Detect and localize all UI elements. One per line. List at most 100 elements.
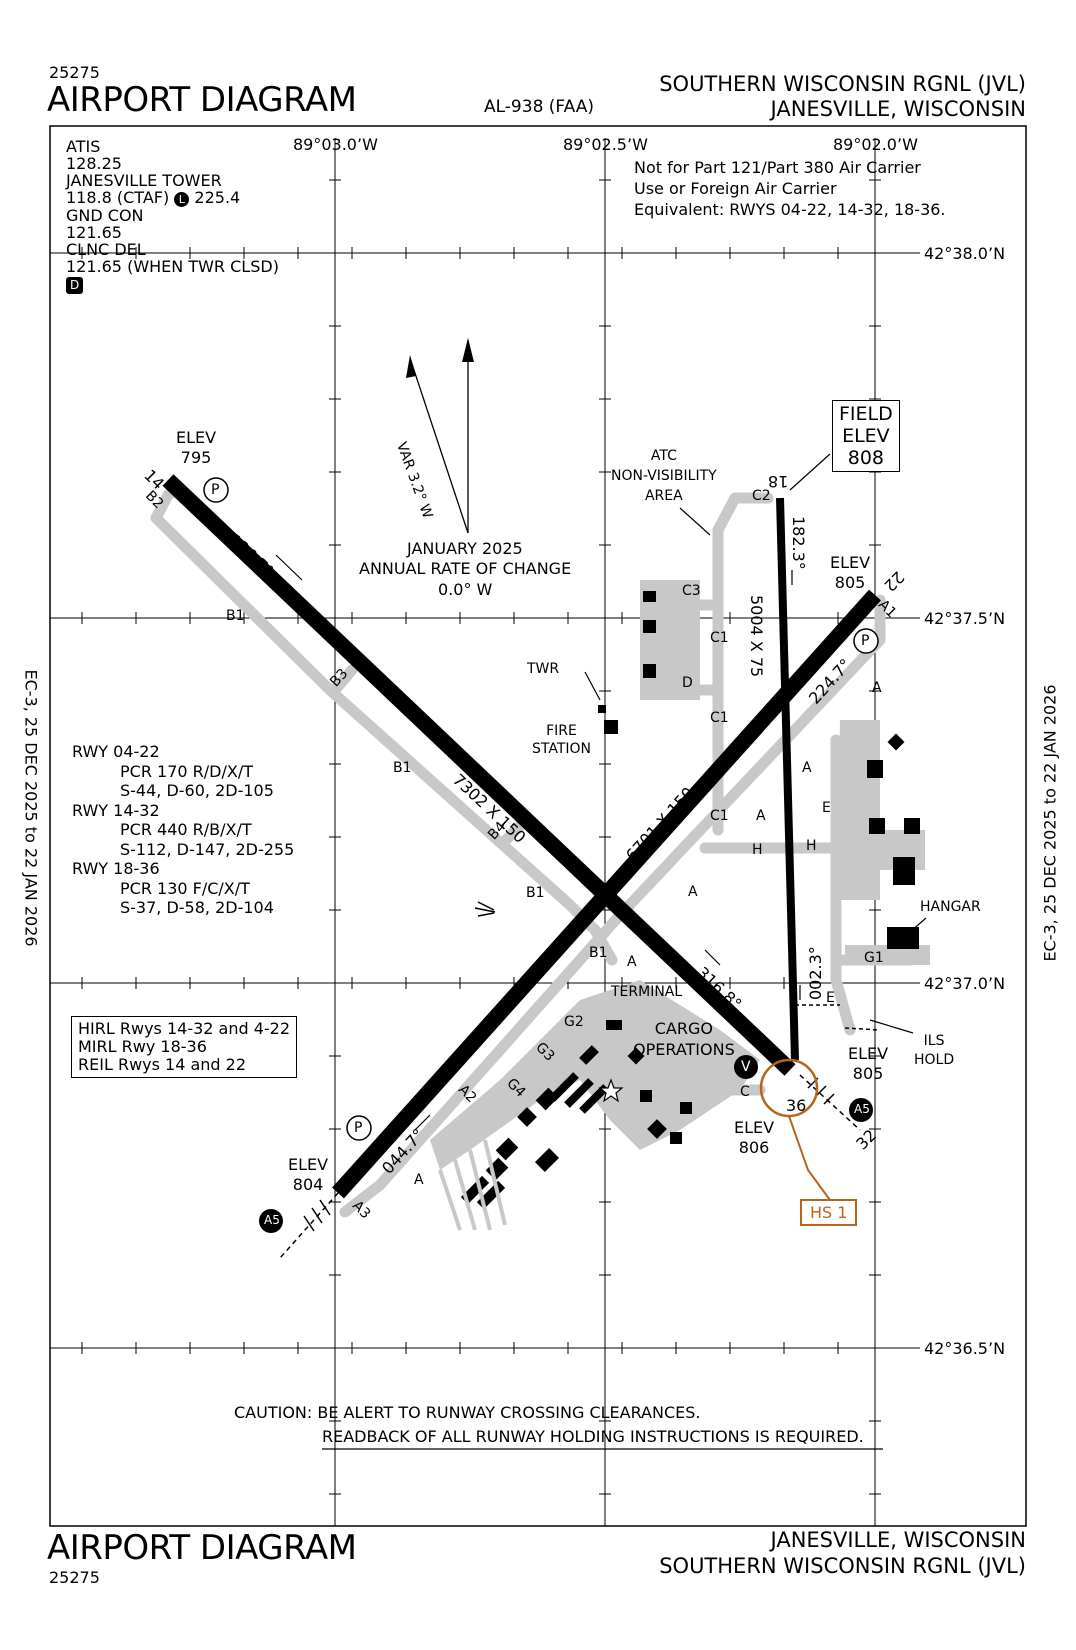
- heading-182: 182.3°: [789, 516, 808, 570]
- cargo-line: OPERATIONS: [633, 1040, 735, 1059]
- chart-id: AL-938 (FAA): [484, 97, 595, 117]
- lighting-line-1: HIRL Rwys 14-32 and 4-22: [78, 1019, 291, 1038]
- elev-label: ELEV: [288, 1155, 329, 1174]
- fire-line: FIRE: [546, 723, 577, 739]
- leaders: [584, 453, 927, 1034]
- tower-label: TWR: [527, 661, 560, 677]
- buildings: [460, 591, 920, 1210]
- magnetic-date: JANUARY 2025: [407, 539, 523, 558]
- elev-value: 805: [834, 573, 866, 592]
- taxiway-label-c: C1: [710, 710, 729, 726]
- taxiway-c: [712, 492, 774, 836]
- lighting-line-3: REIL Rwys 14 and 22: [78, 1055, 247, 1074]
- ils-line: ILS: [923, 1033, 945, 1049]
- elev-label: ELEV: [830, 553, 871, 572]
- taxiway-label-b: B1: [226, 608, 245, 624]
- elev-label: ELEV: [176, 428, 217, 447]
- taxiway-label-d: E: [826, 990, 835, 1006]
- runway-end-36: 36: [786, 1096, 807, 1115]
- frequency-list: ATIS 128.25 JANESVILLE TOWER 118.8 (CTAF…: [66, 138, 279, 294]
- caution-line-1: CAUTION: BE ALERT TO RUNWAY CROSSING CLE…: [234, 1403, 701, 1422]
- longitude-label-2: 89°02.5’W: [563, 135, 648, 154]
- latitude-label-1: 42°38.0’N: [924, 244, 1006, 263]
- atc-line: AREA: [644, 488, 683, 504]
- elev-value: 806: [738, 1138, 770, 1157]
- taxiway-label-g1: G2: [564, 1014, 584, 1030]
- freq-atis: ATIS: [66, 137, 101, 156]
- atc-line: NON-VISIBILITY: [611, 468, 717, 484]
- notice-line-1: Not for Part 121/Part 380 Air Carrier: [634, 158, 921, 177]
- wind-indicator-icon: [474, 901, 496, 917]
- cargo-line: CARGO: [654, 1019, 713, 1038]
- taxiway-label-a: A: [414, 1172, 424, 1188]
- hangar-label: HANGAR: [920, 899, 981, 915]
- runway-data-line: PCR 440 R/B/X/T: [120, 820, 252, 839]
- parking-marker-label: P: [354, 1120, 363, 1136]
- latitude-label-4: 42°36.5’N: [924, 1339, 1006, 1358]
- runway-data-line: S-44, D-60, 2D-105: [120, 781, 274, 800]
- magnetic-change-label: ANNUAL RATE OF CHANGE: [359, 559, 572, 578]
- elev-rwy36-west: ELEV 806: [734, 1118, 774, 1158]
- runway-data-line: RWY 18-36: [72, 859, 160, 878]
- runway-data-line: S-112, D-147, 2D-255: [120, 839, 295, 859]
- taxiway-label-c: C1: [710, 808, 729, 824]
- notice-line-2: Use or Foreign Air Carrier: [634, 179, 837, 198]
- fire-station-label: FIRE STATION: [532, 722, 591, 758]
- runway-14-32: [162, 474, 796, 1076]
- taxiway-label-b: B1: [589, 945, 608, 961]
- runway-18-36: [776, 497, 799, 1061]
- approach-lights: [279, 1004, 881, 1259]
- taxiway-label-b: B1: [393, 760, 412, 776]
- atc-area-label: ATC NON-VISIBILITY AREA: [611, 446, 717, 506]
- terminal-label: TERMINAL: [611, 984, 683, 1000]
- fire-line: STATION: [532, 741, 592, 757]
- longitude-label-3: 89°02.0’W: [833, 135, 918, 154]
- taxiway-label-a5: A5: [264, 1213, 280, 1227]
- caution-line-2: READBACK OF ALL RUNWAY HOLDING INSTRUCTI…: [322, 1427, 864, 1446]
- runway-end-18: 18: [768, 472, 789, 491]
- hangar-apron: [845, 945, 930, 965]
- footer-doc-number: 25275: [49, 1568, 100, 1587]
- elev-rwy4: ELEV 804: [288, 1155, 328, 1195]
- freq-atis-value: 128.25: [66, 154, 122, 173]
- freq-clearance-value: 121.65 (WHEN TWR CLSD): [66, 257, 279, 276]
- apron-stripes: [438, 1139, 507, 1231]
- elev-rwy36-east: ELEV 805: [848, 1044, 888, 1084]
- longitude-label-1: 89°03.0’W: [293, 135, 378, 154]
- footer-city: JANESVILLE, WISCONSIN: [770, 1528, 1027, 1552]
- v-marker-label: V: [741, 1059, 751, 1075]
- beacon-icon: [598, 1078, 624, 1103]
- runway-data-line: RWY 04-22: [72, 742, 160, 761]
- taxiway-label-a: A: [802, 760, 812, 776]
- magnetic-change-value: 0.0° W: [438, 580, 493, 599]
- taxiway-label-a5: A5: [854, 1102, 870, 1116]
- elev-value: 795: [180, 448, 212, 467]
- heading-arrows: [275, 554, 811, 1131]
- airport-name: SOUTHERN WISCONSIN RGNL (JVL): [659, 72, 1026, 96]
- elev-label: ELEV: [734, 1118, 775, 1137]
- taxiway-label-c3: D: [682, 675, 693, 691]
- city-name: JANESVILLE, WISCONSIN: [770, 97, 1027, 121]
- map-frame: [49, 125, 1027, 1527]
- freq-tower-value: 118.8 (CTAF): [66, 188, 170, 207]
- taxiway-label-b4: C: [740, 1084, 750, 1100]
- elev-rwy14: ELEV 795: [176, 428, 216, 468]
- east-apron: [836, 720, 925, 900]
- atc-line: ATC: [650, 448, 677, 464]
- d-icon: D: [66, 277, 84, 294]
- hotspot-label[interactable]: HS 1: [800, 1199, 858, 1226]
- freq-ground: GND CON: [66, 206, 144, 225]
- runway-data-line: RWY 14-32: [72, 800, 160, 820]
- footer-airport-name: SOUTHERN WISCONSIN RGNL (JVL): [659, 1554, 1026, 1578]
- taxiway-label-e: H: [806, 838, 817, 854]
- runway-18-36-dimensions: 5004 X 75: [747, 595, 766, 678]
- ils-line: HOLD: [914, 1052, 955, 1068]
- doc-number: 25275: [49, 63, 100, 82]
- carrier-notice: Not for Part 121/Part 380 Air Carrier Us…: [634, 157, 946, 220]
- taxiway-label-c1: C2: [752, 488, 771, 504]
- lighting-box: HIRL Rwys 14-32 and 4-22 MIRL Rwy 18-36 …: [71, 1016, 298, 1078]
- runway-data-line: PCR 130 F/C/X/T: [120, 878, 250, 898]
- lighting-marker-icon: L: [174, 192, 190, 207]
- markers: [203, 477, 879, 1233]
